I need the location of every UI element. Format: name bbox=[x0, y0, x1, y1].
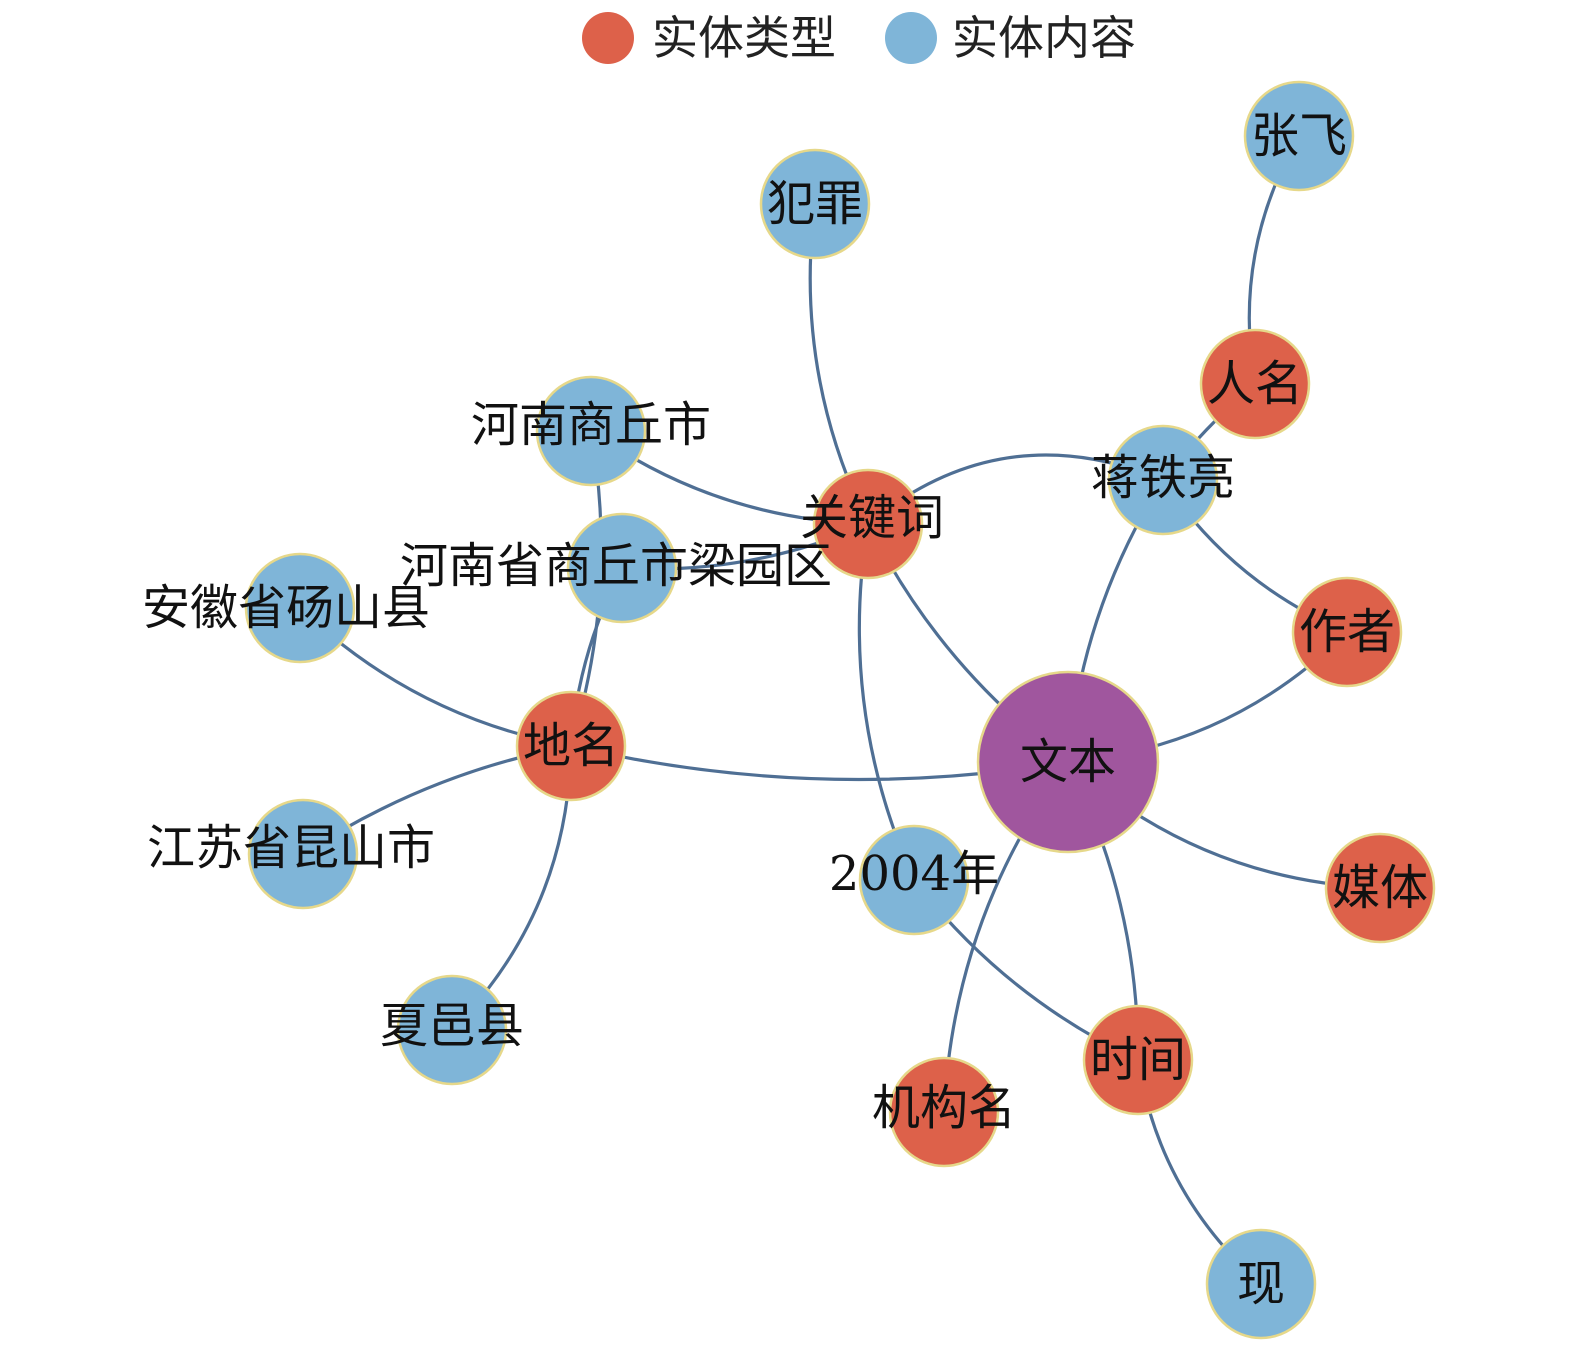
node-circle-renming bbox=[1199, 328, 1311, 440]
legend-swatch-entity-type bbox=[582, 12, 634, 64]
node-label-meiti: 媒体 bbox=[1332, 860, 1428, 916]
node-circle-zuozhe bbox=[1291, 576, 1403, 688]
node-circle-y2004 bbox=[858, 824, 970, 936]
node-meiti[interactable]: 媒体 bbox=[1324, 832, 1436, 944]
node-zhangfei[interactable]: 张飞 bbox=[1243, 80, 1355, 192]
node-circle-fanzui bbox=[759, 148, 871, 260]
node-fanzui[interactable]: 犯罪 bbox=[759, 148, 871, 260]
node-circle-henanshangqiu bbox=[535, 375, 647, 487]
node-label-kunshan: 江苏省昆山市 bbox=[147, 820, 435, 876]
node-dangshan[interactable]: 安徽省砀山县 bbox=[142, 552, 430, 664]
node-label-xian: 现 bbox=[1237, 1256, 1285, 1312]
node-circle-dangshan bbox=[244, 552, 356, 664]
node-label-jiangtieliang: 蒋铁亮 bbox=[1091, 450, 1235, 506]
node-label-zuozhe: 作者 bbox=[1299, 604, 1395, 660]
node-circle-xian bbox=[1205, 1228, 1317, 1340]
node-circle-jiangtieliang bbox=[1107, 424, 1219, 536]
node-circle-liangyuan bbox=[566, 512, 678, 624]
node-label-dangshan: 安徽省砀山县 bbox=[142, 580, 430, 636]
node-label-wenben: 文本 bbox=[1020, 734, 1116, 790]
node-henanshangqiu[interactable]: 河南商丘市 bbox=[471, 375, 711, 487]
node-circle-diming bbox=[515, 690, 627, 802]
node-circle-meiti bbox=[1324, 832, 1436, 944]
node-label-xiayi: 夏邑县 bbox=[380, 998, 524, 1054]
node-label-guanjianci: 关键词 bbox=[800, 490, 944, 546]
node-liangyuan[interactable]: 河南省商丘市梁园区 bbox=[400, 512, 832, 624]
node-xiayi[interactable]: 夏邑县 bbox=[380, 974, 524, 1086]
node-xian[interactable]: 现 bbox=[1205, 1228, 1317, 1340]
node-label-shijian: 时间 bbox=[1090, 1032, 1186, 1088]
node-label-henanshangqiu: 河南商丘市 bbox=[471, 397, 711, 453]
node-circle-guanjianci bbox=[812, 468, 924, 580]
node-y2004[interactable]: 2004年 bbox=[829, 824, 999, 936]
node-jigouming[interactable]: 机构名 bbox=[872, 1056, 1016, 1168]
legend-item-entity-type: 实体类型 bbox=[582, 11, 836, 65]
node-guanjianci[interactable]: 关键词 bbox=[800, 468, 944, 580]
node-shijian[interactable]: 时间 bbox=[1082, 1004, 1194, 1116]
node-label-y2004: 2004年 bbox=[829, 846, 999, 902]
node-wenben[interactable]: 文本 bbox=[976, 670, 1160, 854]
node-label-liangyuan: 河南省商丘市梁园区 bbox=[400, 538, 832, 594]
node-circle-wenben bbox=[976, 670, 1160, 854]
node-circle-kunshan bbox=[247, 798, 359, 910]
legend-label-entity-content: 实体内容 bbox=[952, 11, 1136, 65]
legend-label-entity-type: 实体类型 bbox=[652, 11, 836, 65]
legend-swatch-entity-content bbox=[885, 12, 937, 64]
node-circle-jigouming bbox=[888, 1056, 1000, 1168]
node-label-jigouming: 机构名 bbox=[872, 1080, 1016, 1136]
node-label-zhangfei: 张飞 bbox=[1251, 108, 1347, 164]
node-jiangtieliang[interactable]: 蒋铁亮 bbox=[1091, 424, 1235, 536]
node-label-diming: 地名 bbox=[523, 718, 619, 774]
node-label-renming: 人名 bbox=[1207, 356, 1303, 412]
legend-item-entity-content: 实体内容 bbox=[885, 11, 1136, 65]
node-kunshan[interactable]: 江苏省昆山市 bbox=[147, 798, 435, 910]
legend: 实体类型 实体内容 bbox=[582, 11, 1136, 65]
node-zuozhe[interactable]: 作者 bbox=[1291, 576, 1403, 688]
node-circle-zhangfei bbox=[1243, 80, 1355, 192]
edges bbox=[298, 135, 1381, 1286]
node-label-fanzui: 犯罪 bbox=[767, 176, 863, 232]
node-renming[interactable]: 人名 bbox=[1199, 328, 1311, 440]
node-circle-xiayi bbox=[396, 974, 508, 1086]
node-diming[interactable]: 地名 bbox=[515, 690, 627, 802]
node-circle-shijian bbox=[1082, 1004, 1194, 1116]
